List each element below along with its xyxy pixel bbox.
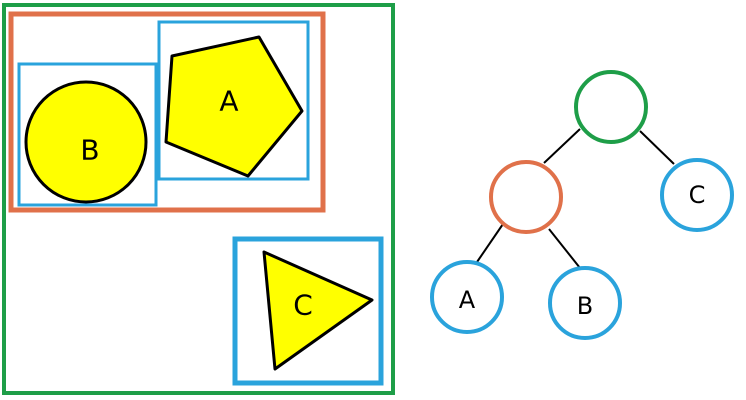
edge-root-to-group [543,128,581,164]
group-bounding-box [8,11,326,213]
bounding-box-c [232,236,384,386]
spatial-panel: A B C [2,3,395,395]
tree-node-root [574,70,648,144]
tree-node-a [430,260,504,334]
tree-node-group [489,160,563,234]
triangle-shape-c [262,250,374,371]
edge-group-to-a [476,223,504,263]
tree-node-c-label: C [689,181,706,209]
hierarchy-tree: C A B [430,70,734,340]
edge-root-to-c [639,130,675,165]
circle-shape-b [24,80,148,204]
tree-node-b [548,266,622,340]
edge-group-to-b [548,228,581,269]
root-bounding-box [2,3,395,395]
circle-label-b: B [80,134,99,167]
triangle-label-c: C [293,289,313,322]
tree-node-c [660,158,734,232]
pentagon-shape-a [164,35,304,178]
tree-node-b-label: B [577,292,593,320]
bounding-box-a [157,20,310,181]
tree-node-a-label: A [459,286,476,314]
pentagon-label-a: A [219,85,238,118]
bounding-box-b [17,62,158,207]
